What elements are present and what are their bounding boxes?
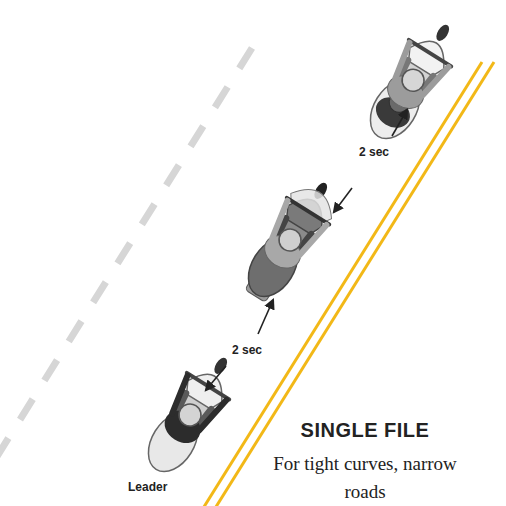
- gap-arrow: [392, 110, 407, 136]
- gap-label: 2 sec: [359, 145, 419, 159]
- front-wheel: [434, 23, 452, 44]
- middle-scooter: [234, 170, 347, 309]
- rider-arms: [389, 43, 448, 100]
- yellow-line: [202, 62, 482, 506]
- usage-note: For tight curves, narrow roads: [265, 450, 465, 506]
- diagram-title: SINGLE FILE: [280, 418, 450, 442]
- rider-helmet: [275, 225, 305, 255]
- windshield: [288, 180, 340, 224]
- rider-arms: [166, 376, 226, 434]
- rider-helmet: [398, 65, 428, 95]
- rider-arms: [266, 201, 326, 259]
- yellow-line: [214, 62, 494, 506]
- handlebar: [287, 198, 329, 224]
- gap-arrow: [206, 366, 226, 390]
- gap-arrow: [258, 300, 273, 334]
- gap-label: 2 sec: [232, 343, 292, 357]
- handlebar: [409, 40, 451, 66]
- rear-scooter: [357, 12, 469, 150]
- leader-scooter: [135, 345, 247, 483]
- rider-helmet: [175, 400, 205, 430]
- gap-arrow: [334, 188, 352, 212]
- handlebar: [187, 373, 229, 399]
- lane-dashes: [0, 48, 252, 458]
- rider-label: Leader: [128, 480, 208, 494]
